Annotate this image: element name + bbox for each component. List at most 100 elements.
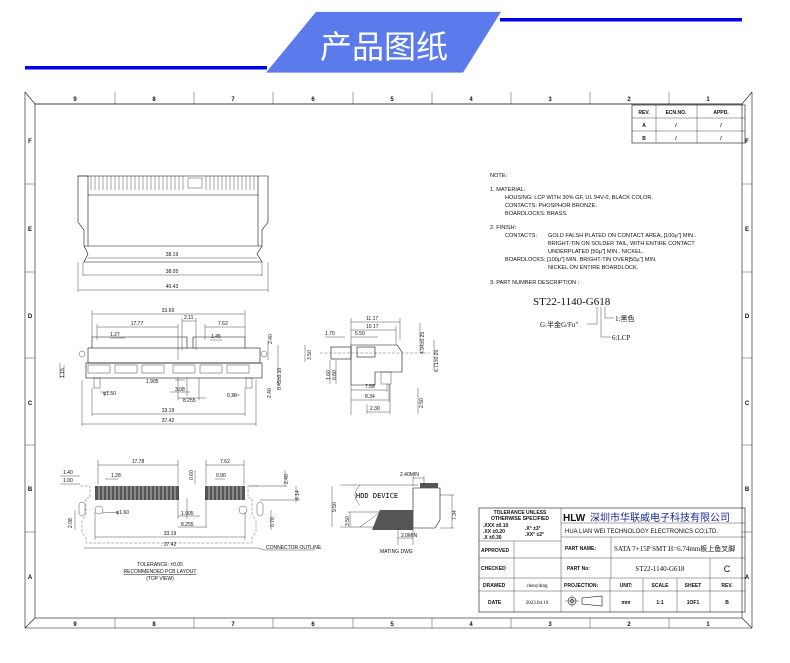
appd-cell: / [720, 136, 722, 142]
col-label: 4 [469, 97, 473, 103]
part-name-value: SATA 7+15P SMT H=6.74mm板上鱼叉脚 [614, 544, 735, 553]
row-label: D [28, 314, 33, 320]
dim-label: 2.30 [370, 406, 380, 412]
dim-label: 2.40MIN [400, 472, 419, 478]
dim-label: 3.50 [307, 350, 313, 360]
drawed-value: chenyiting [526, 584, 548, 589]
banner-right-line [500, 18, 742, 22]
col-label: 7 [231, 97, 235, 103]
unit-value: mm [622, 600, 631, 606]
col-label: 9 [73, 97, 77, 103]
dim-label: 0.80 [332, 370, 338, 380]
dim-label: 6.71±0.25 [434, 350, 440, 372]
tolerance-value: .X ±0.30 [483, 535, 502, 541]
side-view: 11.17 10.17 1.70 5.50 3.50 1.60 0.80 7.5… [304, 316, 440, 415]
tolerance-value: .X° ±3° [525, 526, 541, 532]
dim-label: 1.45 [211, 334, 221, 340]
part-no-label: PART No: [567, 566, 590, 572]
col-label: 2 [627, 622, 631, 628]
tolerance-value: .XX ±0.20 [483, 529, 505, 535]
note-line: BRIGHT-TIN ON SOLDER TAIL, WITH ENTIRE C… [548, 241, 695, 247]
note-line: NICKEL ON ENTIRE BOARDLOCK. [548, 265, 639, 271]
dim-label: φ1.50 [103, 391, 116, 397]
mating-caption: MATING DWG [380, 549, 413, 555]
mating-view: 2.40MIN 9.50 3.50 7.34 2.0MIN MATING DWG… [331, 472, 458, 555]
pcb-caption: RECOMMENDED PCB LAYOUT [124, 569, 197, 575]
dim-label: 0.30 [227, 393, 237, 399]
note-line: CONTACTS: PHOSPHOR BRONZE. [505, 203, 597, 209]
dim-label: 1.40 [63, 470, 73, 476]
company-logo: HLW [563, 513, 586, 524]
drawing-size: C [724, 564, 731, 574]
rev-label: REV. [721, 583, 733, 589]
notes-title: NOTE: [490, 173, 508, 179]
sheet-label: SHEET [685, 583, 702, 589]
note-line: 3. PART NUMBER DESCRIPTION : [490, 280, 580, 286]
dim-label: 2.0MIN [401, 533, 418, 539]
dim-label: 17.77 [131, 321, 144, 327]
notes: NOTE: 1. MATERIAL: HOUSING: LCP WITH 30%… [490, 173, 697, 342]
pcb-layout-view: 17.78 7.62 1.40 1.28 1.00 0.60 0.90 2.40… [60, 459, 322, 582]
checked-label: CHECKED [481, 566, 506, 572]
dim-label: 2.50 [419, 398, 425, 408]
callout-color: 1:黑色 [615, 314, 634, 323]
col-label: 5 [390, 622, 394, 628]
dim-label: 9.50 [332, 502, 338, 512]
ecn-cell: / [675, 136, 677, 142]
note-line: BOARDLOCKS: BRASS. [505, 211, 568, 217]
appd-header: APPD. [713, 110, 729, 116]
scale-label: SCALE [652, 583, 670, 589]
row-label: A [745, 575, 750, 581]
dim-label: 1.15 [60, 368, 66, 378]
callout-plating: G:半金G/Fu" [540, 320, 578, 329]
front-view: 33.69 17.77 2.11 7.62 1.27 1.45 2.40 1.1… [59, 308, 283, 426]
note-line: 2. FINISH: [490, 225, 517, 231]
dim-label: 2.08 [68, 518, 74, 528]
dim-label: 1.905 [146, 379, 159, 385]
note-line: GOLD FALSH PLATED ON CONTACT AREA, [100μ… [548, 233, 697, 239]
dim-label: 7.62 [218, 321, 228, 327]
col-label: 9 [73, 622, 77, 628]
drawing-frame: 9 8 7 6 5 4 3 2 1 9 8 7 6 5 4 3 2 1 F E … [24, 91, 753, 629]
hdd-device-label: HDD DEVICE [356, 492, 398, 500]
row-label: D [745, 314, 750, 320]
drawed-label: DRAWED [483, 583, 506, 589]
dim-label: 37.42 [162, 418, 175, 424]
dim-label: 8.255 [183, 398, 196, 404]
dim-label: 37.42 [164, 542, 177, 548]
note-line: HOUSING: LCP WITH 30% GF, UL 94V-0, BLAC… [505, 195, 653, 201]
dim-label: 8.255 [181, 522, 194, 528]
scale-value: 1:1 [656, 600, 663, 606]
col-label: 6 [311, 622, 315, 628]
rev-header: REV. [638, 110, 650, 116]
row-label: B [28, 487, 33, 493]
row-label: A [28, 575, 33, 581]
dim-label: 1.60 [326, 370, 332, 380]
dim-label: 3.08 [175, 387, 185, 393]
dim-label: 8.34 [365, 394, 375, 400]
part-name-label: PART NAME: [565, 546, 596, 552]
note-line: 1. MATERIAL: [490, 187, 526, 193]
col-label: 8 [152, 622, 156, 628]
pcb-caption: (TOP VIEW) [146, 576, 174, 582]
dim-label: 1.27 [110, 332, 120, 338]
dim-label: 5.50 [355, 331, 365, 337]
dim-label: φ1.60 [116, 510, 129, 516]
dim-label: 10.17 [366, 324, 379, 330]
banner-left-line [25, 66, 267, 70]
row-label: F [28, 139, 32, 145]
appd-cell: / [720, 123, 722, 129]
col-label: 2 [627, 97, 631, 103]
dim-label: 1.905 [181, 511, 194, 517]
dim-label: 1.00 [63, 478, 73, 484]
dim-label: 2.40 [268, 334, 274, 344]
title-block: TOLERANCE UNLESS OTHERWISE SPECIFIED .XX… [478, 507, 746, 613]
company-name-en: HUA LIAN WEI TECHNOLOGY ELECTRONICS CO;L… [565, 529, 718, 535]
dim-label: 33.69 [162, 308, 175, 314]
rev-value: B [725, 600, 729, 606]
dim-label: 38.05 [166, 269, 179, 275]
banner: 产品图纸 [25, 11, 742, 73]
dim-label: 3.50 [345, 516, 351, 526]
tolerance-title: OTHERWISE SPECIFIED [491, 516, 549, 522]
